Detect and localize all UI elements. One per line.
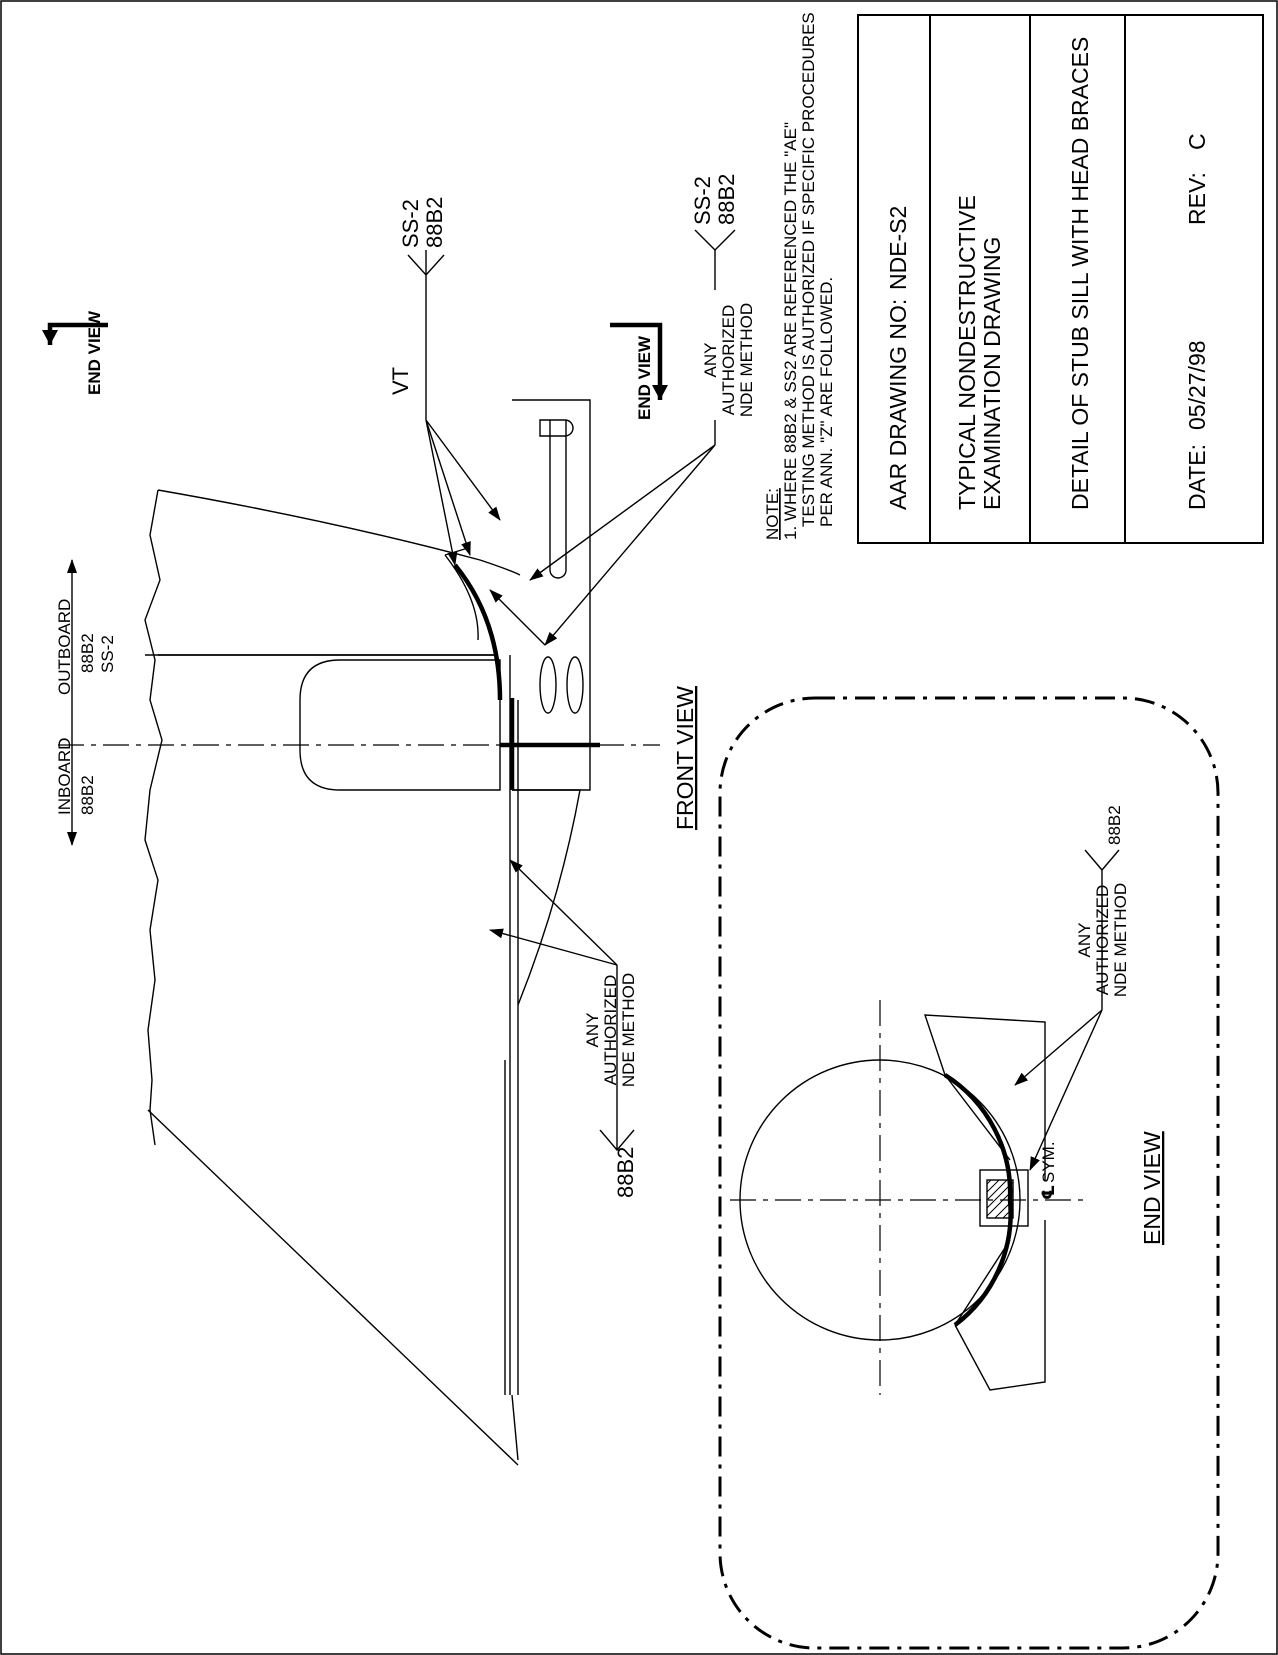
title-line2: EXAMINATION DRAWING [979, 237, 1005, 510]
end-view-brace-upper [924, 1014, 1046, 1180]
rev-value: C [1184, 133, 1210, 150]
tank-break-line [144, 489, 163, 1146]
weld-symbol-right-line2: 88B2 [714, 174, 739, 225]
end-view-brace-line-upper [944, 1074, 1011, 1161]
slot-oval-1 [539, 656, 557, 714]
pad-curve [444, 554, 479, 641]
end-view-sill-section [979, 1169, 1029, 1227]
slot-long-2 [549, 420, 567, 579]
end-view-sill-inner [986, 1179, 1014, 1219]
weld-symbol-top-line2: 88B2 [422, 197, 447, 248]
sym-label: SYM. [1039, 1141, 1058, 1183]
end-view-marker-label-top: END VIEW [85, 310, 104, 395]
nde-left-leader-1 [489, 928, 618, 966]
inboard-label: INBOARD [55, 738, 74, 815]
outboard-code-1: 88B2 [78, 633, 97, 673]
end-view-marker-top: END VIEW [42, 310, 108, 395]
end-view-brace-line-lower [954, 1239, 1011, 1326]
note-line1: 1. WHERE 88B2 & SS2 ARE REFERENCED THE "… [781, 122, 800, 540]
note-line3: PER ANN. "Z" ARE FOLLOWED. [817, 277, 836, 527]
vt-leader-1 [425, 419, 471, 556]
nde-right-leader-1 [529, 444, 716, 581]
detail-title: DETAIL OF STUB SILL WITH HEAD BRACES [1067, 37, 1093, 510]
end-view-nde-line3: NDE METHOD [1111, 883, 1130, 997]
vt-leader-3 [425, 419, 458, 566]
end-view-nde-line1: ANY [1075, 923, 1094, 958]
title-block: AAR DRAWING NO: NDE-S2 TYPICAL NONDESTRU… [857, 14, 1264, 544]
slot-oval-2 [566, 656, 584, 714]
tank-bottom-line [147, 1109, 519, 1466]
front-view-title: FRONT VIEW [672, 686, 698, 830]
end-view-nde-leader-1 [1014, 1009, 1103, 1086]
vt-label: VT [388, 367, 413, 395]
centerline-mark: ℄ [1039, 1185, 1058, 1200]
end-view-marker-label-bottom: END VIEW [635, 335, 654, 420]
note-heading: NOTE: [763, 488, 782, 540]
nde-right-line2: AUTHORIZED [719, 305, 738, 416]
title-line1: TYPICAL NONDESTRUCTIVE [954, 195, 980, 510]
end-view-marker-bottom: END VIEW [610, 322, 668, 420]
tank-shell-curve [157, 489, 521, 576]
pad-weld [453, 563, 503, 701]
nde-right-leader-2 [544, 444, 716, 646]
nde-right-line3: NDE METHOD [737, 303, 756, 417]
outboard-label: OUTBOARD [55, 599, 74, 695]
stub-sill-body [512, 399, 591, 791]
weld-symbol-left-arrow [599, 1129, 635, 1152]
rev-label: REV: [1184, 172, 1210, 225]
title-block-frame [857, 14, 1264, 544]
nde-right-leader-3 [489, 589, 546, 646]
end-view-sill-hatch [986, 1179, 1014, 1219]
end-view: ANY AUTHORIZED NDE METHOD 88B2 ℄ SYM. EN… [718, 696, 1220, 1650]
drawing-no-label: AAR DRAWING NO: [885, 299, 911, 510]
end-view-boundary [718, 696, 1220, 1650]
inboard-code: 88B2 [78, 775, 97, 815]
drawing-no: NDE-S2 [885, 206, 911, 290]
drawing-note: NOTE: 1. WHERE 88B2 & SS2 ARE REFERENCED… [763, 12, 836, 540]
end-view-weld-symbol-arrow [1084, 849, 1120, 872]
nde-left-line3: NDE METHOD [619, 973, 638, 1087]
end-view-title: END VIEW [1139, 1131, 1165, 1245]
nde-right-line1: ANY [701, 343, 720, 378]
weld-symbol-right-arrow [694, 229, 736, 251]
vt-leader-2 [425, 419, 501, 521]
end-view-nde-leader-2 [1029, 1009, 1103, 1171]
slot-long [539, 419, 574, 437]
nde-left-line1: ANY [583, 1013, 602, 1048]
nde-left-leader-2 [509, 859, 618, 966]
weld-symbol-top-arrow [407, 254, 445, 277]
front-view: END VIEW END VIEW INBOARD 88B2 OUTBOARD … [42, 174, 756, 1466]
date-label: DATE: [1184, 444, 1210, 510]
date-value: 05/27/98 [1184, 340, 1210, 430]
end-view-weld-symbol: 88B2 [1105, 805, 1124, 845]
weld-symbol-top-line1: SS-2 [398, 199, 423, 248]
outboard-code-2: SS-2 [98, 635, 117, 673]
stub-sill-taper [512, 789, 581, 1006]
nde-left-line2: AUTHORIZED [601, 975, 620, 1086]
stub-sill-edge [511, 1394, 519, 1461]
end-view-brace-lower [954, 1220, 1046, 1391]
weld-symbol-left: 88B2 [613, 1147, 638, 1198]
note-line2: TESTING METHOD IS AUTHORIZED IF SPECIFIC… [799, 12, 818, 527]
weld-symbol-right-line1: SS-2 [690, 176, 715, 225]
head-brace-pad [299, 659, 501, 791]
